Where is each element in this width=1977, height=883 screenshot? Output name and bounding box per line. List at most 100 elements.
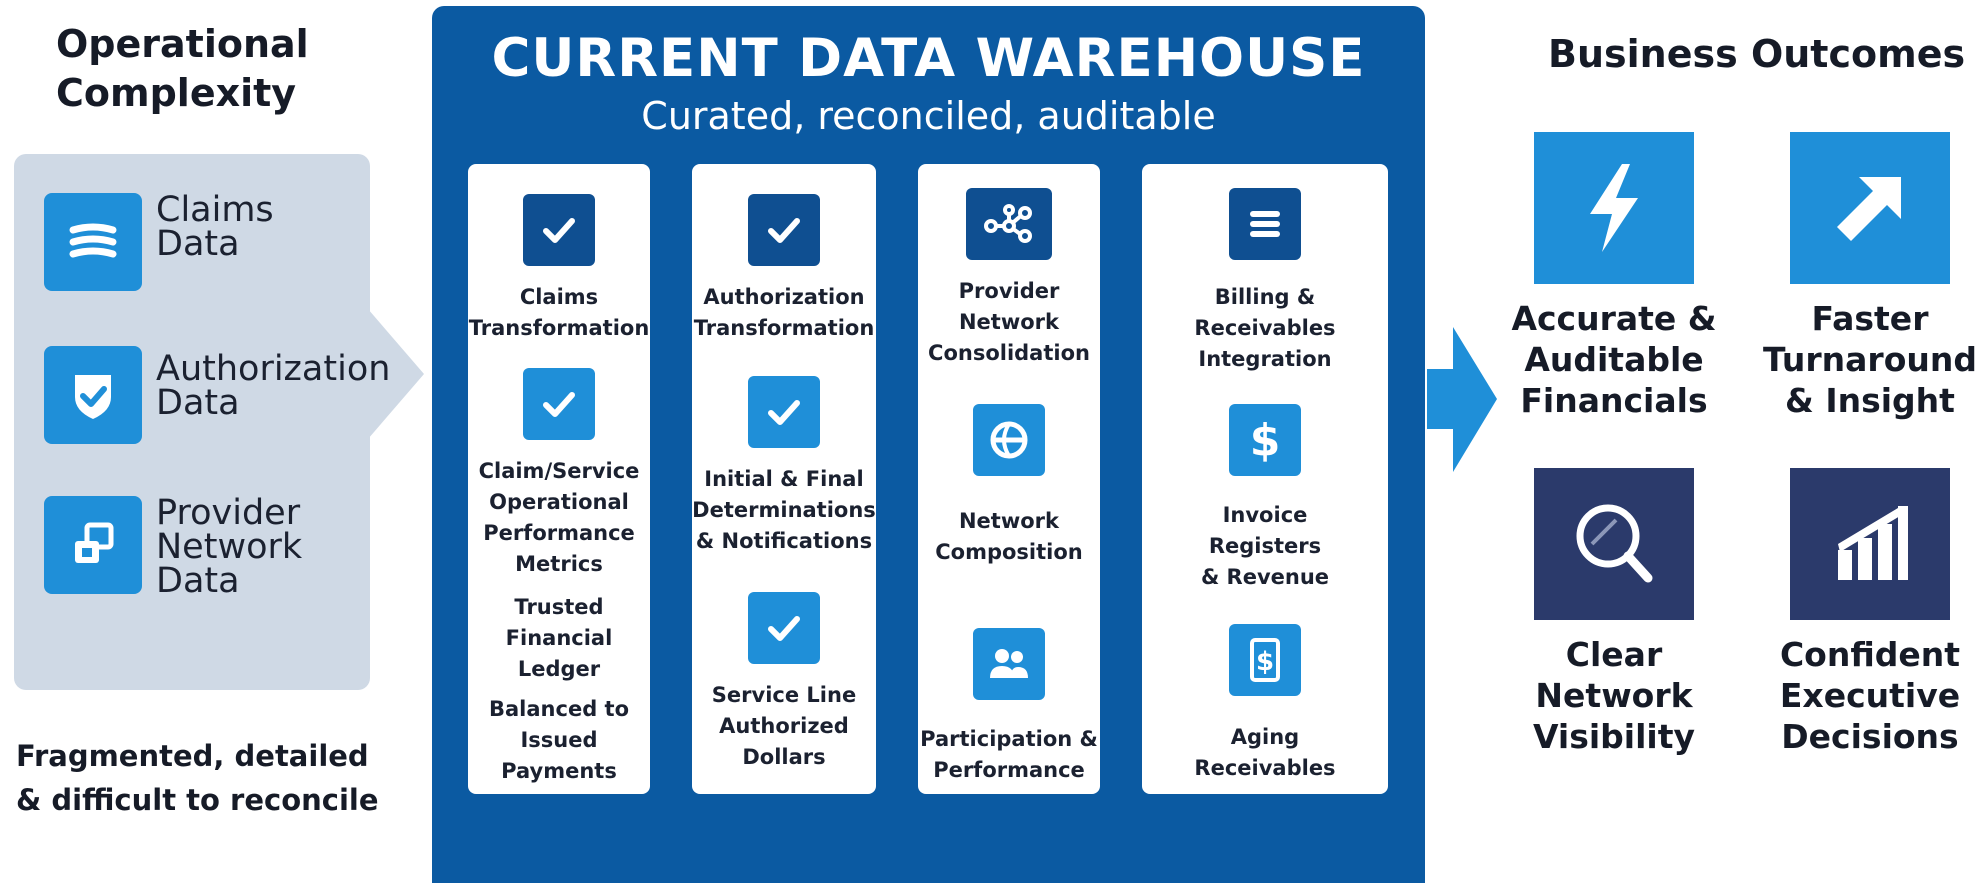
capability-label-line: Participation & xyxy=(920,727,1098,751)
capability-label-line: Metrics xyxy=(515,552,603,576)
capability-cell: Authorization Transformation xyxy=(692,194,876,344)
warehouse-title: CURRENT DATA WAREHOUSE xyxy=(491,28,1366,89)
svg-text:$: $ xyxy=(1256,647,1274,677)
outcome-label-line: Auditable xyxy=(1524,340,1704,379)
outcome-label: Faster Turnaround & Insight xyxy=(1750,298,1977,421)
capability-cell: Billing & Receivables Integration xyxy=(1142,188,1388,375)
checkmark-icon xyxy=(748,194,820,266)
warehouse-column-claims: Claims Transformation Claim/Service Oper… xyxy=(468,164,650,794)
capability-text-line: Payments xyxy=(501,759,617,783)
outcome-label-line: & Insight xyxy=(1785,381,1955,420)
capability-label: Participation & Performance xyxy=(920,724,1098,786)
source-label-line: Claims xyxy=(156,190,274,230)
network-nodes-icon xyxy=(966,188,1052,260)
provider-network-icon xyxy=(44,496,142,594)
outcome-label: Clear Network Visibility xyxy=(1494,634,1734,757)
source-label: Claims Data xyxy=(156,190,274,264)
capability-label-line: Invoice xyxy=(1222,503,1308,527)
source-item-provider-network: Provider Network Data xyxy=(44,496,303,601)
capability-label-line: Authorization xyxy=(703,285,865,309)
capability-cell: $ Invoice Registers & Revenue xyxy=(1142,404,1388,593)
source-label: Provider Network Data xyxy=(156,496,303,601)
globe-icon xyxy=(973,404,1045,476)
capability-label: Authorization Transformation xyxy=(694,282,875,344)
capability-label-line: Receivables xyxy=(1194,756,1336,780)
capability-label: Claims Transformation xyxy=(469,282,650,344)
capability-label: Service Line Authorized Dollars xyxy=(712,680,856,773)
source-label-line: Authorization xyxy=(156,349,391,389)
capability-label-line: Performance xyxy=(933,758,1085,782)
lightning-icon xyxy=(1590,164,1638,252)
warehouse-column-authorization: Authorization Transformation Initial & F… xyxy=(692,164,876,794)
capability-text: Trusted Financial Ledger xyxy=(468,592,650,685)
checkmark-icon xyxy=(748,592,820,664)
outcome-label-line: Confident xyxy=(1779,635,1961,674)
arrow-up-right-icon xyxy=(1837,177,1901,241)
capability-label-line: & Revenue xyxy=(1200,565,1330,589)
capability-label-line: Aging xyxy=(1230,725,1300,749)
source-label-line: Data xyxy=(156,561,240,601)
outcome-label-line: Executive xyxy=(1779,676,1961,715)
capability-text: Balanced to Issued Payments xyxy=(468,694,650,787)
capability-cell: Network Composition xyxy=(918,404,1100,568)
list-icon xyxy=(1229,188,1301,260)
source-label-line: Network xyxy=(156,527,303,567)
capability-cell: Claims Transformation xyxy=(468,194,650,344)
capability-label-line: Operational xyxy=(489,490,629,514)
capability-label-line: Composition xyxy=(935,540,1083,564)
outcomes-heading: Business Outcomes xyxy=(1548,32,1966,76)
capability-text-line: Financial xyxy=(505,626,613,650)
source-item-claims: Claims Data xyxy=(44,193,274,291)
capability-label-line: Registers xyxy=(1208,534,1322,558)
complexity-caption: Fragmented, detailed & difficult to reco… xyxy=(16,734,379,822)
source-label: Authorization Data xyxy=(156,349,391,421)
capability-label: Invoice Registers & Revenue xyxy=(1201,500,1329,593)
outcome-label-line: Turnaround xyxy=(1763,340,1977,379)
left-heading: Operational Complexity xyxy=(56,20,309,118)
capability-label-line: Dollars xyxy=(742,745,826,769)
capability-label: Billing & Receivables Integration xyxy=(1194,282,1335,375)
people-icon xyxy=(973,628,1045,700)
capability-label-line: Determinations xyxy=(692,498,876,522)
capability-cell: Service Line Authorized Dollars xyxy=(692,592,876,773)
checkmark-icon xyxy=(748,376,820,448)
caption-line: & difficult to reconcile xyxy=(16,783,379,817)
capability-label: Initial & Final Determinations & Notific… xyxy=(692,464,876,557)
left-heading-line: Complexity xyxy=(56,71,297,115)
outcome-label-line: Visibility xyxy=(1532,717,1696,756)
capability-label-line: Transformation xyxy=(468,316,650,340)
caption-line: Fragmented, detailed xyxy=(16,739,369,773)
capability-label-line: Authorized xyxy=(719,714,849,738)
outcomes-arrow xyxy=(1427,327,1497,472)
checkmark-icon xyxy=(523,368,595,440)
capability-label-line: Service Line xyxy=(711,683,857,707)
capability-label-line: & Notifications xyxy=(695,529,873,553)
outcome-tile xyxy=(1790,468,1950,620)
dollar-icon: $ xyxy=(1229,404,1301,476)
capability-label: Provider Network Consolidation xyxy=(928,276,1090,369)
data-warehouse-panel: CURRENT DATA WAREHOUSE Curated, reconcil… xyxy=(432,6,1425,883)
outcome-label-line: Faster xyxy=(1811,299,1929,338)
capability-label-line: Claim/Service xyxy=(478,459,640,483)
capability-label-line: Billing & xyxy=(1214,285,1316,309)
source-label-line: Data xyxy=(156,224,240,264)
warehouse-column-provider-network: Provider Network Consolidation Network C… xyxy=(918,164,1100,794)
capability-label-line: Network xyxy=(958,310,1059,334)
capability-label-line: Transformation xyxy=(693,316,875,340)
capability-cell: Participation & Performance xyxy=(918,628,1100,786)
checkmark-icon xyxy=(523,194,595,266)
outcome-label: Accurate & Auditable Financials xyxy=(1494,298,1734,421)
magnifier-icon xyxy=(1576,504,1653,583)
warehouse-subtitle: Curated, reconciled, auditable xyxy=(641,94,1216,138)
source-item-authorization: Authorization Data xyxy=(44,346,390,444)
outcome-label-line: Accurate & xyxy=(1511,299,1717,338)
outcome-label-line: Decisions xyxy=(1781,717,1959,756)
capability-cell: Provider Network Consolidation xyxy=(918,188,1100,369)
outcome-tile xyxy=(1790,132,1950,284)
bar-chart-icon xyxy=(1838,506,1908,580)
outcome-tile xyxy=(1534,132,1694,284)
capability-text-line: Issued xyxy=(520,728,598,752)
left-heading-line: Operational xyxy=(56,22,309,66)
warehouse-column-billing: Billing & Receivables Integration $ Invo… xyxy=(1142,164,1388,794)
capability-label-line: Claims xyxy=(519,285,599,309)
